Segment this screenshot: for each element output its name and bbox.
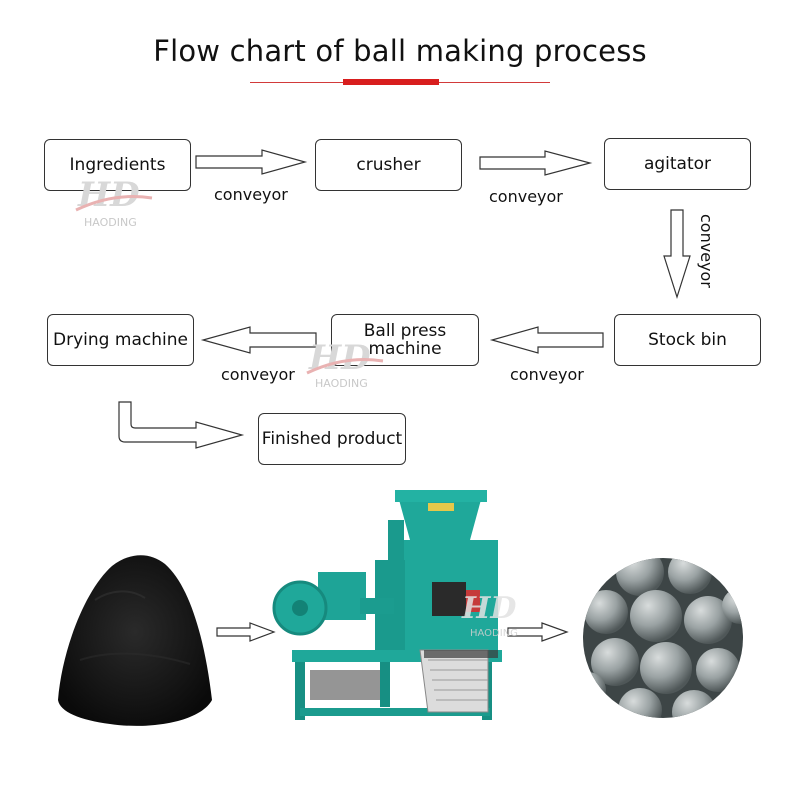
edge-label-ball-press-drying: conveyor (221, 365, 295, 384)
node-ball-press-label-2: machine (368, 339, 442, 359)
ball-press-machine-image (272, 490, 502, 720)
node-crusher-label: crusher (356, 155, 421, 175)
edge-label-stock-bin-ball-press: conveyor (510, 365, 584, 384)
edge-label-ingredients-crusher: conveyor (214, 185, 288, 204)
page-title: Flow chart of ball making process (153, 34, 647, 68)
node-drying-machine-label: Drying machine (53, 330, 188, 350)
node-ingredients-label: Ingredients (69, 155, 166, 175)
arrow-ingredients-to-crusher (195, 149, 308, 175)
watermark-text: HAODING (470, 628, 518, 639)
coal-powder-image (58, 555, 212, 726)
arrow-drying-to-finished (118, 401, 245, 449)
node-stock-bin: Stock bin (614, 314, 761, 366)
briquette-balls-image (583, 558, 743, 718)
arrow-crusher-to-agitator (479, 150, 593, 176)
node-crusher: crusher (315, 139, 462, 191)
node-ball-press-label-1: Ball press (363, 321, 447, 341)
node-ball-press: Ball press machine (331, 314, 479, 366)
edge-label-crusher-agitator: conveyor (489, 187, 563, 206)
node-finished-product: Finished product (258, 413, 406, 465)
arrow-machine-to-balls (507, 622, 569, 642)
node-ingredients: Ingredients (44, 139, 191, 191)
title-accent-bar (343, 79, 439, 85)
arrow-ball-press-to-drying (200, 326, 317, 354)
node-drying-machine: Drying machine (47, 314, 194, 366)
node-agitator-label: agitator (643, 154, 712, 174)
node-agitator: agitator (604, 138, 751, 190)
arrow-powder-to-machine (216, 622, 276, 642)
svg-text:HD: HD (461, 591, 516, 626)
haoding-logo-icon: HD HAODING (461, 591, 518, 639)
node-stock-bin-label: Stock bin (648, 330, 727, 350)
arrow-stock-bin-to-ball-press (489, 326, 604, 354)
node-finished-product-label: Finished product (261, 429, 403, 449)
arrow-agitator-to-stock-bin (663, 209, 691, 299)
